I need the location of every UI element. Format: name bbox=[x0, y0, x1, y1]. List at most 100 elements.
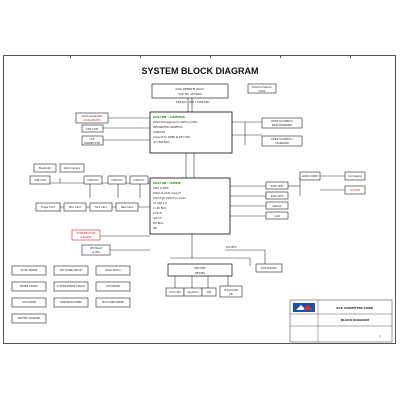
azalia-label: AZALIA bbox=[273, 204, 282, 208]
ich-title: Intel SB : ICH9M bbox=[153, 181, 180, 185]
dimm1-block: DDRII SO-DIMM 1 STANDARD bbox=[261, 135, 303, 147]
ich-line-5: 12 USB 2.0 bbox=[153, 201, 167, 205]
power-col-3: Power Button CPU POWER MCH CORE POWER bbox=[95, 265, 131, 308]
keyboard-block: Keyboard bbox=[183, 287, 203, 297]
usb-port-1: USB Port bbox=[83, 175, 103, 185]
ich-line-3: External SATA Support bbox=[153, 191, 181, 195]
kbc-label-1: KBC ENE bbox=[194, 266, 206, 270]
fan-label: FAN bbox=[207, 291, 212, 294]
frame-tick bbox=[350, 55, 351, 58]
cpu-label-2: 478 Pin uFCPGA bbox=[178, 92, 203, 96]
power-button-label-1: POWERBUTTON bbox=[77, 232, 96, 235]
cardreader-block: Card Reader bbox=[344, 171, 366, 181]
ecs-logo-icon bbox=[293, 303, 315, 312]
flashrom-label-2: SPI bbox=[229, 293, 233, 296]
frame-tick bbox=[210, 55, 211, 58]
dimm1-label-1: DDRII SO-DIMM 1 bbox=[271, 137, 293, 141]
gmch-line-2: Direct Management Interface (DMI) bbox=[153, 120, 197, 124]
azalia-block: AZALIA bbox=[265, 201, 289, 210]
webcam-block: Web Camera bbox=[59, 163, 85, 173]
ich-line-9: PCI BUS bbox=[153, 221, 163, 225]
codec-label: AUDIO CODEC bbox=[302, 175, 319, 178]
kbc-label-2: KB3926 bbox=[195, 271, 205, 275]
cpu-label-1: Intel PENRYN 45nm bbox=[175, 87, 204, 91]
kbc-block: KBC ENE KB3926 bbox=[167, 263, 233, 277]
sheet-number: 1 bbox=[379, 334, 381, 338]
lpc-label: LPC BUS bbox=[226, 245, 237, 249]
pwr-c1-r2: POWER SWITCH bbox=[20, 285, 39, 288]
sata-odd-block: SATA ODD bbox=[265, 191, 289, 200]
dimm0-block: DDRII SO-DIMM 0 NON STANDARD bbox=[261, 117, 303, 129]
minicard-2: Mini Card bbox=[89, 202, 113, 212]
pwr-c3-r3: MCH CORE POWER bbox=[102, 301, 124, 304]
clock-label-2: ICS9LPRS365 bbox=[83, 118, 101, 122]
fsb-label: FSB 667 / 800 / 1066 MHz bbox=[176, 100, 210, 104]
gmch-line-4: LVDS/CRT bbox=[153, 130, 165, 134]
pwr-c1-r1: DC/DC POWER bbox=[21, 269, 38, 272]
dimm0-label-1: DDRII SO-DIMM 0 bbox=[271, 119, 293, 123]
ich-line-8: LPC I/F bbox=[153, 216, 162, 220]
flashrom-block: FLASH ROM SPI bbox=[219, 285, 243, 298]
fan-block: FAN bbox=[201, 287, 217, 297]
power-col-2: CPU VCORE CIRCUIT SYSTEM POWER CIRCUIT D… bbox=[53, 265, 89, 308]
thermal-label-1: Thermal Sensor bbox=[252, 85, 273, 89]
ich-line-7: 6 PCI-E bbox=[153, 211, 162, 215]
keyboard-label: Keyboard bbox=[188, 291, 199, 294]
gmch-line-6: and 800 MHz bbox=[153, 140, 170, 144]
pwr-c2-r3: DDRII MEM POWER bbox=[60, 301, 82, 304]
flashrom-label-1: FLASH ROM bbox=[224, 289, 238, 292]
diagram-title: SYSTEM BLOCK DIAGRAM bbox=[141, 66, 259, 76]
spiflash-label: SPI ROM bbox=[350, 189, 360, 192]
led-label-2: & LED bbox=[92, 251, 99, 254]
usb-port-1-label: USB Port bbox=[88, 178, 99, 182]
pwr-c3-r2: CPU POWER bbox=[106, 285, 120, 288]
ich-block: Intel SB : ICH9M SATA & PATA External SA… bbox=[149, 177, 231, 235]
usb-con-block: USB CON bbox=[29, 175, 51, 185]
bluetooth-block: Bluetooth bbox=[33, 163, 57, 173]
gmch-line-3: INTEGRATED GRAPHICS bbox=[153, 125, 183, 129]
usb-port-3-label: USB Port bbox=[134, 178, 145, 182]
dimm0-label-2: NON STANDARD bbox=[272, 123, 292, 127]
lcd-label-1: LCD bbox=[89, 137, 94, 141]
doc-title: BLOCK DIAGRAM bbox=[341, 318, 369, 322]
led-block: LED Board & LED bbox=[81, 244, 111, 256]
ich-line-2: SATA & PATA bbox=[153, 186, 169, 190]
sata-hdd-label: SATA HDD bbox=[271, 184, 284, 188]
codec-block: AUDIO CODEC bbox=[299, 171, 321, 181]
pwr-c1-r4: BATTERY CHARGER bbox=[18, 317, 40, 320]
newcard-label: New Card bbox=[121, 205, 134, 209]
dimm1-label-2: STANDARD bbox=[275, 141, 289, 145]
usb-port-2-label: USB Port bbox=[112, 178, 123, 182]
lan-label: LAN bbox=[274, 214, 279, 218]
sata-odd-label: SATA ODD bbox=[271, 194, 284, 198]
thermal-block: Thermal Sensor G781 bbox=[247, 83, 277, 94]
clock-label-1: Clock Generator bbox=[81, 114, 103, 118]
minicard-2-label: Mini Card bbox=[95, 205, 107, 209]
company-name: ECS COMPUTER CORP. bbox=[336, 306, 373, 310]
newcard-block: New Card bbox=[115, 202, 139, 212]
gmch-block: Intel NB : CANTIGA Direct Management Int… bbox=[149, 111, 233, 154]
led-label-1: LED Board bbox=[90, 247, 103, 250]
ich-line-6: 1 LPC BUS bbox=[153, 206, 166, 210]
cardreader-label: Card Reader bbox=[348, 175, 362, 178]
touchpad-label: Touch Pad bbox=[169, 291, 181, 294]
ext-board-block: EXT. BOARD bbox=[255, 263, 283, 273]
frame-tick bbox=[140, 55, 141, 58]
title-block: ECS COMPUTER CORP. BLOCK DIAGRAM 1 bbox=[289, 299, 393, 343]
lcd-label-2: CONNECTOR bbox=[84, 141, 101, 145]
clock-block: Clock Generator ICS9LPRS365 bbox=[75, 112, 109, 124]
touchpad-block: Touch Pad bbox=[165, 287, 185, 297]
finger-label: Finger Print bbox=[41, 205, 55, 209]
usb-con-label: USB CON bbox=[34, 178, 46, 182]
gmch-line-5: Support for DDRII at 667 MHz bbox=[153, 135, 191, 139]
cpu-block: Intel PENRYN 45nm 478 Pin uFCPGA bbox=[151, 83, 229, 99]
ich-line-4: Intel High Definition Audio bbox=[153, 196, 186, 200]
pwr-c2-r1: CPU VCORE CIRCUIT bbox=[59, 269, 83, 272]
ich-line-10: SPI bbox=[153, 226, 157, 230]
thermal-label-2: G781 bbox=[259, 89, 266, 93]
bluetooth-label: Bluetooth bbox=[39, 166, 52, 170]
pwr-c1-r3: CPU POWER bbox=[22, 301, 36, 304]
lcd-block: LCD CONNECTOR bbox=[81, 135, 104, 146]
